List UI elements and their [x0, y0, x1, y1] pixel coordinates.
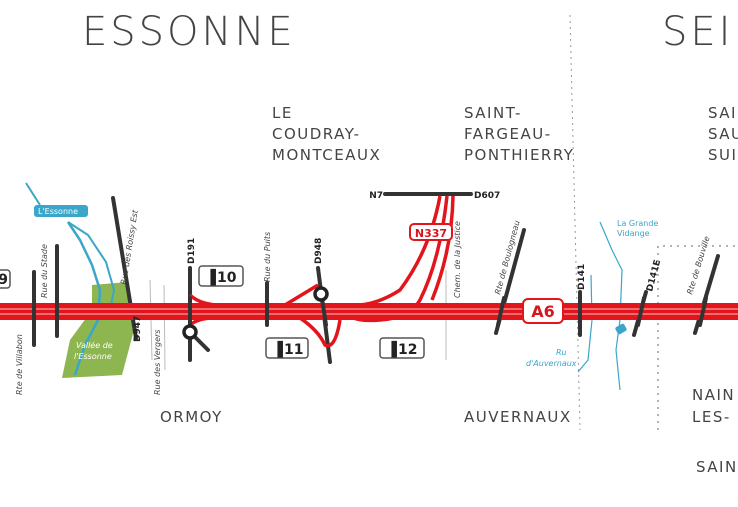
svg-text:SAINT-: SAINT-: [464, 104, 522, 122]
a6-highway: [0, 303, 738, 320]
exit-icon: ▐: [386, 340, 397, 358]
svg-text:d'Auvernaux: d'Auvernaux: [526, 359, 577, 368]
svg-text:11: 11: [284, 342, 303, 358]
town-right-bottom: NAIN LES-: [692, 386, 735, 426]
roundabout-icon: [182, 324, 198, 340]
road-label-d607: D607: [474, 191, 500, 201]
ru-auvernaux-label: Ru d'Auvernaux: [526, 348, 577, 368]
street-line: [163, 284, 166, 371]
svg-text:MONTCEAUX: MONTCEAUX: [272, 146, 381, 164]
essonne-valley-area: [62, 282, 134, 378]
svg-text:SAI: SAI: [708, 104, 737, 122]
svg-text:SAU: SAU: [708, 125, 738, 143]
svg-text:SUI: SUI: [708, 146, 737, 164]
pond: [615, 323, 627, 335]
svg-text:Vallée de: Vallée de: [76, 340, 113, 350]
town-auvernaux: AUVERNAUX: [464, 408, 572, 426]
svg-text:NAIN: NAIN: [692, 386, 735, 404]
river-label: L'Essonne: [38, 207, 78, 216]
road-label-d948: D948: [314, 238, 324, 264]
street-label-villabon: Rte de Villabon: [15, 334, 24, 395]
svg-text:LE: LE: [272, 104, 293, 122]
svg-text:Vidange: Vidange: [617, 229, 650, 238]
town-coudray-montceaux: LE COUDRAY- MONTCEAUX: [272, 104, 381, 164]
a6-badge: A6: [522, 298, 564, 324]
svg-text:PONTHIERRY: PONTHIERRY: [464, 146, 574, 164]
town-ormoy: ORMOY: [160, 408, 223, 426]
svg-text:Ru: Ru: [556, 348, 567, 357]
road-label-d141: D141: [577, 264, 587, 290]
n337-badge: N337: [409, 223, 453, 241]
street-label-stade: Rue du Stade: [40, 244, 49, 298]
river-label-badge: [34, 205, 88, 217]
town-right-bottom-2: SAIN: [696, 458, 738, 476]
town-right-top: SAI SAU SUI: [708, 104, 738, 164]
essonne-river: [25, 182, 41, 206]
vidange-label: La Grande Vidange: [617, 219, 658, 238]
ru-auvernaux-stream: [577, 274, 593, 373]
valley-label: Vallée de l'Essonne: [74, 340, 113, 361]
exit-11-badge: ▐ 11: [265, 337, 309, 359]
road-label-d141e: D141E: [645, 259, 663, 293]
vidange-stream: [599, 221, 623, 391]
svg-text:12: 12: [398, 342, 417, 358]
svg-text:FARGEAU-: FARGEAU-: [464, 125, 552, 143]
exit-10-badge: ▐ 10: [198, 265, 244, 287]
road-label-d191: D191: [187, 238, 197, 264]
department-seine: SEI: [662, 9, 733, 55]
svg-text:9: 9: [0, 272, 8, 288]
overpasses: [32, 296, 708, 327]
exit-12-badge: ▐ 12: [379, 337, 425, 359]
exit-icon: ▐: [205, 268, 216, 286]
svg-text:10: 10: [217, 270, 237, 286]
essonne-river-branch: [67, 221, 116, 311]
svg-text:N337: N337: [415, 227, 447, 240]
street-label-vergers: Rue des Vergers: [153, 330, 162, 395]
street-label-puits: Rue du Puits: [263, 232, 272, 282]
exit-9-badge: 9: [0, 269, 11, 289]
commune-boundary: [657, 245, 738, 430]
svg-text:La Grande: La Grande: [617, 219, 658, 228]
svg-text:COUDRAY-: COUDRAY-: [272, 125, 361, 143]
town-saint-fargeau-ponthierry: SAINT- FARGEAU- PONTHIERRY: [464, 104, 574, 164]
svg-text:LES-: LES-: [692, 408, 731, 426]
svg-text:l'Essonne: l'Essonne: [74, 352, 112, 361]
road-bouville: [693, 254, 720, 335]
essonne-river: [66, 221, 102, 376]
department-essonne: ESSONNE: [82, 9, 296, 55]
exit-icon: ▐: [272, 340, 283, 358]
svg-text:A6: A6: [531, 302, 555, 321]
street-label-justice: Chem. de la Justice: [453, 221, 462, 298]
road-label-d947: D947: [133, 316, 143, 342]
roundabout-icon: [313, 286, 329, 302]
road-label-n7: N7: [369, 191, 383, 201]
